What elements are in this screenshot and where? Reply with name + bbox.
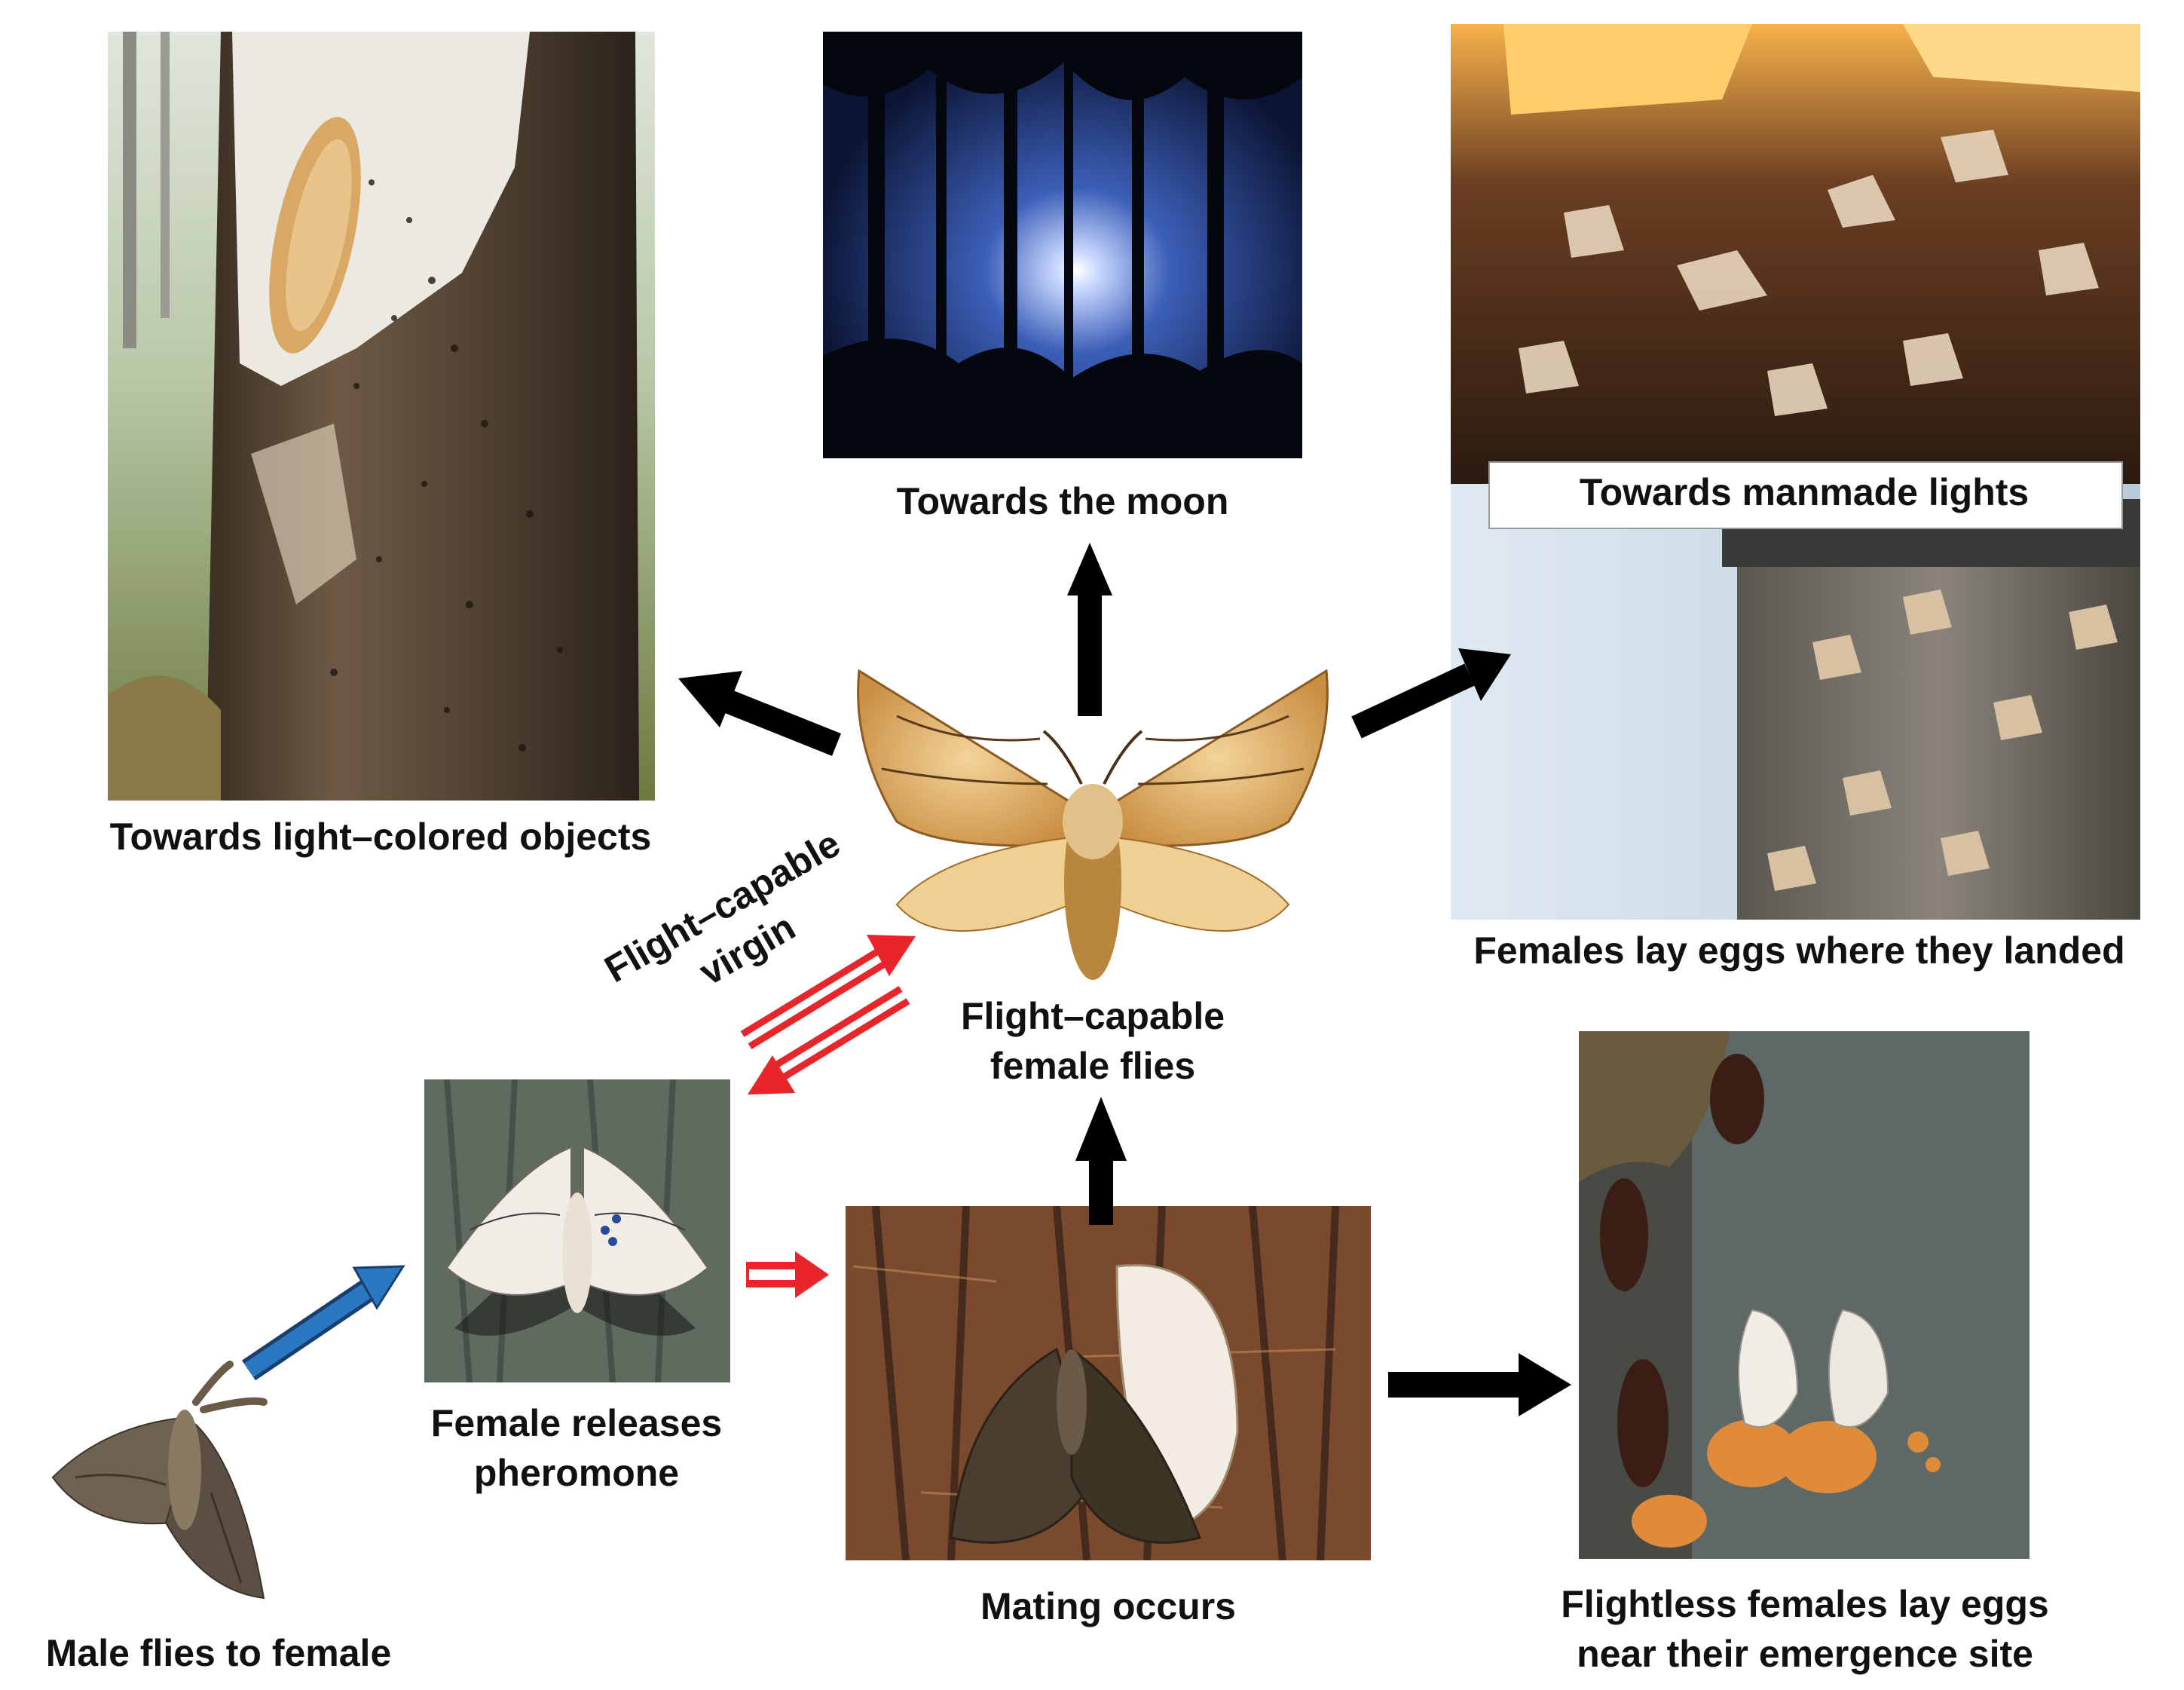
birch-tree-photo xyxy=(108,32,655,801)
label-towards-light-objects: Towards light–colored objects xyxy=(109,816,652,858)
manmade-label-box xyxy=(1488,461,2123,529)
label-female-releases-pheromone: Female releases pheromone xyxy=(377,1398,776,1498)
male-moth xyxy=(45,1357,271,1609)
label-flightless-line2: near their emergence site xyxy=(1577,1633,2033,1675)
label-flightless-line1: Flightless females lay eggs xyxy=(1561,1583,2049,1625)
label-male-flies: Male flies to female xyxy=(45,1632,392,1674)
label-mating-occurs: Mating occurs xyxy=(980,1585,1236,1627)
blue-arrow-male-to-female xyxy=(242,1265,405,1381)
label-towards-manmade-lights: Towards manmade lights xyxy=(1579,471,2030,513)
moon-photo xyxy=(823,32,1302,458)
label-towards-moon: Towards the moon xyxy=(896,480,1229,522)
red-arrow-to-pheromone-female xyxy=(748,986,910,1095)
mating-photo xyxy=(846,1206,1371,1560)
label-flight-capable-female: Flight–capable female flies xyxy=(893,991,1292,1091)
label-female-releases-line2: pheromone xyxy=(473,1452,680,1494)
red-arrow-pheromone-to-mating xyxy=(746,1251,829,1298)
manmade-lights-photo xyxy=(1451,24,2140,920)
label-flight-capable-line2: female flies xyxy=(990,1045,1196,1087)
arrow-to-light-objects xyxy=(678,671,841,756)
flight-capable-female-moth xyxy=(852,656,1334,987)
label-females-lay-landed: Females lay eggs where they landed xyxy=(1473,929,2125,972)
label-female-releases-line1: Female releases xyxy=(430,1402,723,1444)
label-flightless-females: Flightless females lay eggs near their e… xyxy=(1496,1579,2114,1679)
label-flight-capable-line1: Flight–capable xyxy=(960,995,1225,1037)
arrow-mating-to-flightless xyxy=(1388,1353,1571,1416)
flightless-females-photo xyxy=(1579,1031,2030,1559)
female-pheromone-photo xyxy=(424,1079,730,1382)
